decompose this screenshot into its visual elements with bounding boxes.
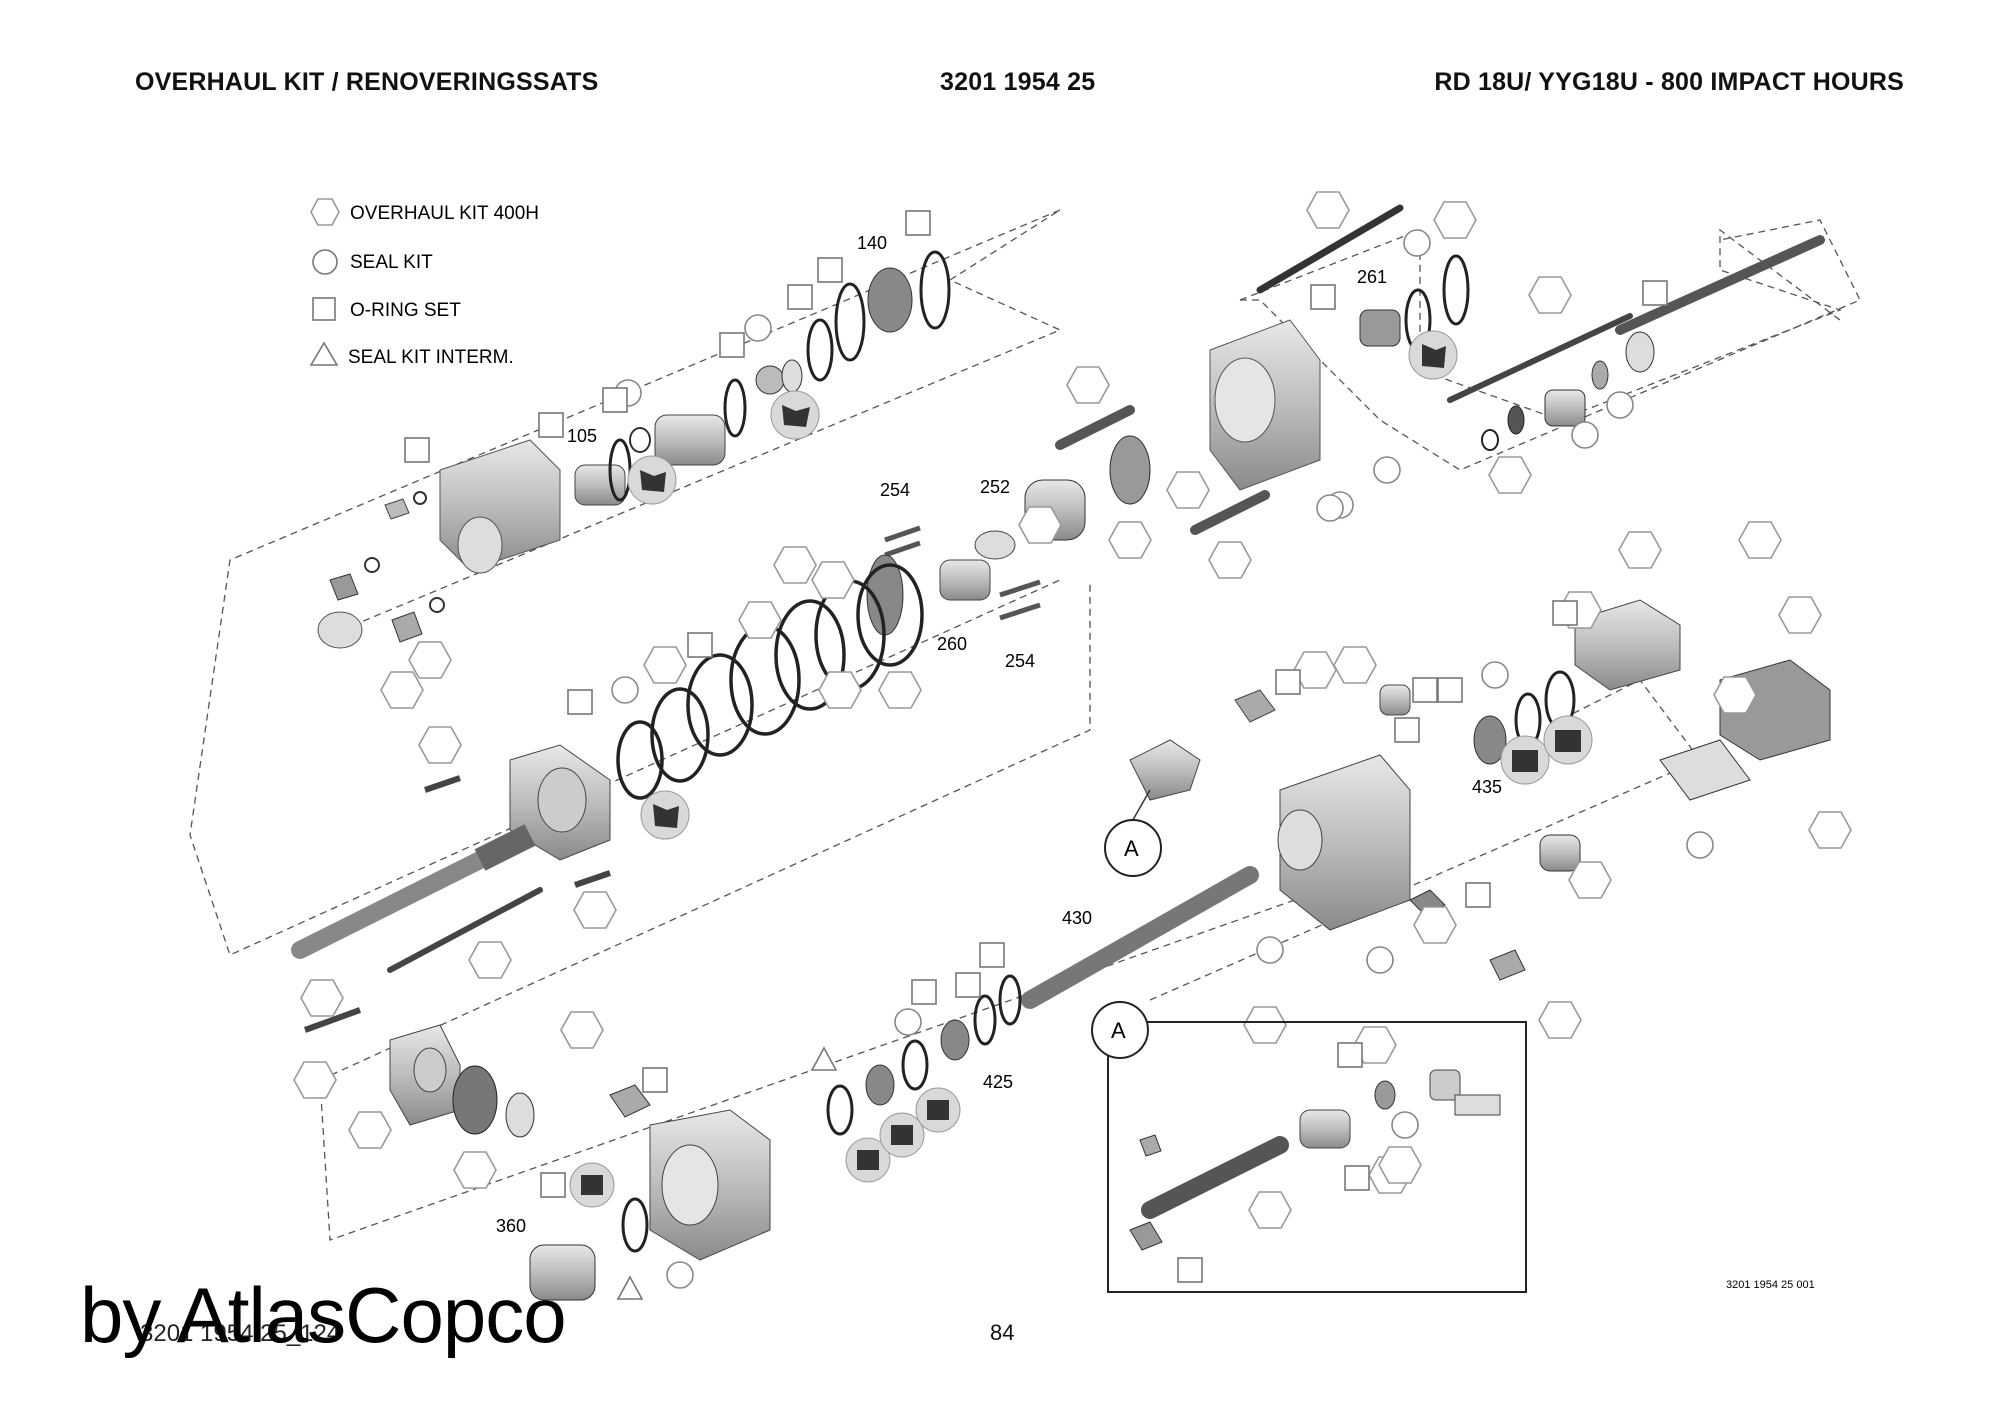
bottom-assembly [303,974,1022,1301]
upper-cylinder-assembly [317,250,951,649]
legend-label-oring: O-RING SET [350,300,461,321]
part-label-261: 261 [1357,267,1387,287]
hexagon-icon [310,198,340,226]
part-label-252: 252 [980,477,1010,497]
legend-label-interm: SEAL KIT INTERM. [348,347,514,368]
middle-left-assembly [291,744,611,973]
part-label-360: 360 [496,1216,526,1236]
part-label-254-lower: 254 [1005,651,1035,671]
watermark-logo-text: by AtlasCopco [80,1271,567,1359]
part-label-140: 140 [857,233,887,253]
header-part-number: 3201 1954 25 [940,68,1096,96]
callout-a-label: A [1124,836,1139,861]
triangle-icon [309,341,339,366]
kit-marker-triangles [616,1046,838,1300]
square-icon [312,297,336,321]
part-label-430: 430 [1062,908,1092,928]
drawing-code: 3201 1954 25 001 [1726,1279,1815,1291]
upper-right-assembly [866,204,1825,636]
header-model: RD 18U/ YYG18U - 800 IMPACT HOURS [1434,68,1904,96]
part-label-425: 425 [983,1072,1013,1092]
legend: OVERHAUL KIT 400H SEAL KIT O-RING SET SE… [309,198,539,368]
detail-box-a: A [1091,1001,1527,1293]
detail-a-label: A [1111,1018,1126,1043]
part-number-labels: 140 105 254 252 260 254 261 430 435 425 … [496,233,1502,1236]
kit-marker-hexagons [293,191,1852,1229]
footer-document-code: 3201 1954 25_124 [140,1320,341,1347]
circle-icon [312,249,338,275]
detail-callout-a: A [1104,789,1162,877]
page-number: 84 [990,1320,1015,1345]
part-label-435: 435 [1472,777,1502,797]
legend-label-seal: SEAL KIT [350,252,433,273]
part-label-260: 260 [937,634,967,654]
middle-right-assembly [1021,599,1831,1009]
part-label-254-upper: 254 [880,480,910,500]
part-label-105: 105 [567,426,597,446]
legend-label-overhaul: OVERHAUL KIT 400H [350,203,539,224]
header-title: OVERHAUL KIT / RENOVERINGSSATS [135,68,599,96]
